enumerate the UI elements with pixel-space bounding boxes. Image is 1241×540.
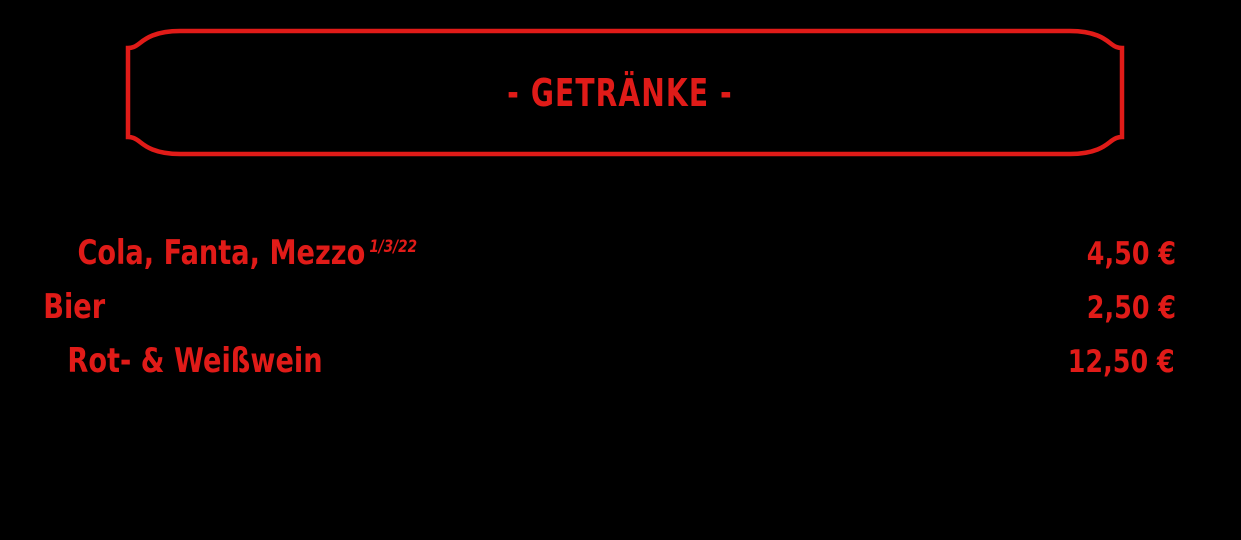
banner-title: - GETRÄNKE - <box>507 70 733 115</box>
menu-item-allergen-marks: 1/3/22 <box>369 236 418 257</box>
menu-item-row: Rot- & Weißwein 12,50 € <box>35 344 1186 398</box>
menu-item-name-group: Rot- & Weißwein <box>67 344 326 378</box>
banner-frame-icon <box>125 28 1125 157</box>
menu-item-price: 4,50 € <box>1086 236 1177 272</box>
menu-item-name: Bier <box>43 287 106 327</box>
menu-item-name: Rot- & Weißwein <box>67 341 323 381</box>
section-banner: - GETRÄNKE - <box>110 20 1130 165</box>
menu-item-price: 2,50 € <box>1086 290 1177 326</box>
menu-item-price: 12,50 € <box>1067 344 1175 380</box>
menu-item-name-group: Bier <box>43 290 109 324</box>
menu-item-name: Cola, Fanta, Mezzo <box>77 233 366 273</box>
menu-item-row: Bier 2,50 € <box>35 290 1186 344</box>
